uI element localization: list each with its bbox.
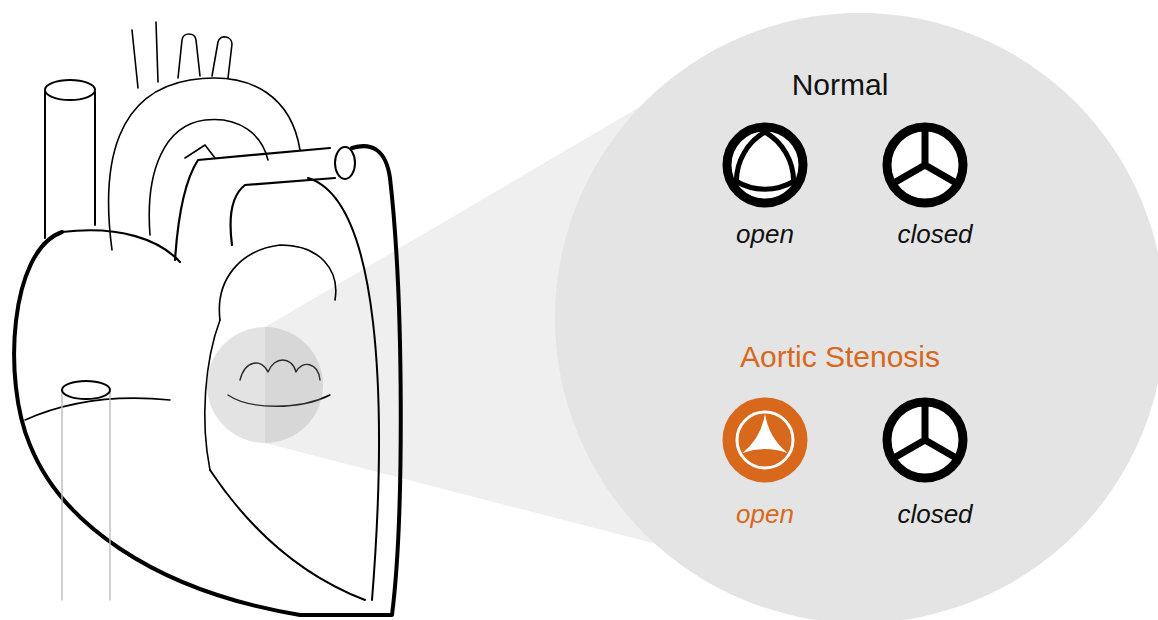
valve-stenosis-open xyxy=(727,402,803,478)
drawing-part xyxy=(175,148,330,260)
drawing-part xyxy=(894,404,956,458)
zoom-spot xyxy=(207,327,323,443)
drawing-part xyxy=(62,230,180,262)
state-label: closed xyxy=(897,500,972,530)
drawing-part xyxy=(178,34,200,78)
drawing-part xyxy=(887,127,963,203)
drawing-part xyxy=(62,388,110,600)
state-label: open xyxy=(736,220,794,250)
drawing-part xyxy=(727,127,803,203)
zoom-circle: NormalopenclosedAortic Stenosisopenclose… xyxy=(555,13,1158,620)
drawing-part xyxy=(45,92,95,238)
valve-normal-open xyxy=(727,127,803,203)
drawing-part xyxy=(727,402,803,478)
drawing-part xyxy=(25,398,170,420)
drawing-part xyxy=(210,470,365,600)
drawing-part xyxy=(212,37,232,78)
drawing-part xyxy=(736,132,793,189)
state-label: open xyxy=(736,500,794,530)
drawing-part xyxy=(132,22,158,88)
drawing-part xyxy=(14,146,401,615)
drawing-part xyxy=(887,402,963,478)
drawing-part xyxy=(743,414,788,453)
drawing-part xyxy=(219,245,335,320)
drawing-part xyxy=(62,381,110,399)
valve-normal-closed xyxy=(887,127,963,203)
drawing-part xyxy=(109,78,300,250)
valve-stenosis-closed xyxy=(887,402,963,478)
drawing-part xyxy=(335,147,355,179)
zoom-circle-fill xyxy=(555,13,1158,620)
drawing-part xyxy=(149,119,268,235)
drawing-part xyxy=(185,145,215,158)
zoom-circle-shape xyxy=(555,13,1158,620)
section-heading: Aortic Stenosis xyxy=(740,340,940,375)
drawing-part xyxy=(894,129,956,183)
drawing-part xyxy=(45,80,95,100)
drawing-part xyxy=(231,178,335,245)
state-label: closed xyxy=(897,220,972,250)
drawing-part xyxy=(737,412,793,468)
section-heading: Normal xyxy=(792,68,889,103)
heart-lines xyxy=(14,22,401,615)
